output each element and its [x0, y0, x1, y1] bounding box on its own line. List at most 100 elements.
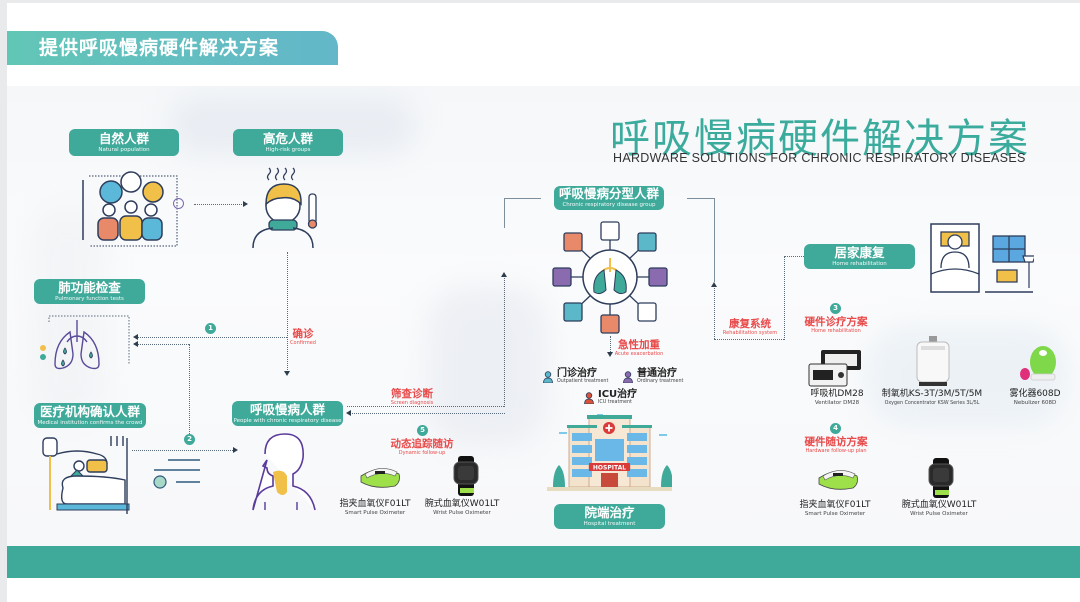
node-pulmonary-test: 肺功能检查 Pulmonary function tests — [34, 279, 145, 304]
diagram-subtitle: HARDWARE SOLUTIONS FOR CHRONIC RESPIRATO… — [613, 151, 1026, 165]
treatment-name-zh: 普通治疗 — [637, 368, 677, 379]
label-screen-diagnosis: 筛查诊断 Screen diagnosis — [387, 388, 437, 407]
product-wrist-oximeter-right: 腕式血氧仪W01LT Wrist Pulse Oximeter — [899, 500, 979, 518]
product-name-en: Ventilator DM28 — [814, 400, 860, 406]
node-chronic-group: 呼吸慢病分型人群 Chronic respiratory disease gro… — [554, 186, 664, 210]
person-icon — [543, 370, 553, 383]
node-label-en: Chronic respiratory disease group — [562, 202, 656, 208]
header-banner: 提供呼吸慢病硬件解决方案 — [7, 31, 338, 65]
hospital-building-icon: HOSPITAL — [547, 414, 672, 491]
product-name-zh: 腕式血氧仪W01LT — [424, 499, 500, 509]
wrist-oximeter-image — [928, 458, 954, 498]
product-name-zh: 指夹血氧仪F01LT — [799, 500, 871, 510]
diagram-canvas: 呼吸慢病硬件解决方案 HARDWARE SOLUTIONS FOR CHRONI… — [7, 86, 1080, 546]
patient-bed-icon — [42, 436, 130, 514]
connector-line — [137, 337, 287, 338]
product-wrist-oximeter-left: 腕式血氧仪W01LT Wrist Pulse Oximeter — [422, 499, 502, 517]
product-name-zh: 指夹血氧仪F01LT — [339, 499, 411, 509]
label-rehabilitation-system: 康复系统 Rehabilitation system — [720, 318, 780, 337]
product-name-zh: 雾化器608D — [1009, 389, 1061, 399]
label-en: Confirmed — [290, 340, 316, 346]
node-label-zh: 医疗机构确认人群 — [39, 403, 140, 419]
node-hospital-treatment: 院端治疗 Hospital treatment — [554, 504, 665, 529]
label-zh: 硬件诊疗方案 — [804, 316, 868, 328]
diagram-title: 呼吸慢病硬件解决方案 — [610, 116, 1030, 162]
product-name-en: Wrist Pulse Oximeter — [910, 511, 968, 517]
label-zh: 动态追踪随访 — [390, 438, 454, 450]
label-hardware-diagnosis-plan: 硬件诊疗方案 Home rehabilitation — [802, 316, 870, 335]
node-chronic-people: 呼吸慢病人群 People with chronic respiratory d… — [232, 401, 343, 426]
connector-line — [137, 344, 189, 345]
node-label-zh: 高危人群 — [262, 130, 313, 146]
connector-line — [189, 344, 190, 434]
node-label-zh: 呼吸慢病人群 — [249, 401, 325, 417]
connector-line — [784, 256, 804, 257]
connector-line — [714, 339, 784, 340]
product-name-zh: 呼吸机DM28 — [810, 389, 864, 399]
node-label-en: People with chronic respiratory disease — [233, 417, 342, 424]
arrow-right-icon — [233, 447, 238, 453]
wrist-oximeter-image — [453, 456, 479, 496]
label-en: Dynamic follow-up — [398, 450, 446, 456]
home-bedroom-icon — [930, 223, 1034, 293]
arrow-up-icon — [711, 282, 717, 287]
label-en: Screen diagnosis — [390, 400, 434, 406]
patient-network-icon — [552, 221, 668, 334]
node-natural-population: 自然人群 Natural population — [69, 129, 179, 156]
treatment-ordinary: 普通治疗 Ordinary treatment — [623, 368, 683, 385]
product-finger-oximeter-right: 指夹血氧仪F01LT Smart Pulse Oximeter — [795, 500, 875, 518]
node-label-en: Pulmonary function tests — [55, 295, 124, 302]
label-zh: 硬件随访方案 — [804, 436, 868, 448]
slide: 提供呼吸慢病硬件解决方案 呼吸慢病硬件解决方案 HARDWARE SOLUTIO… — [7, 3, 1080, 602]
footer-bar — [7, 546, 1080, 578]
label-zh: 急性加重 — [618, 339, 660, 351]
node-label-zh: 居家康复 — [834, 244, 885, 260]
bracket-line — [687, 198, 715, 199]
bracket-line — [714, 198, 715, 282]
node-label-en: Hospital treatment — [583, 520, 636, 527]
connector-line — [714, 286, 715, 339]
treatment-name-en: Outpatient treatment — [557, 379, 609, 384]
connector-line — [347, 406, 504, 407]
product-name-en: Wrist Pulse Oximeter — [433, 510, 491, 516]
node-medical-confirm: 医疗机构确认人群 Medical institution confirms th… — [34, 403, 146, 428]
ventilator-image — [808, 350, 861, 387]
arrow-right-icon — [243, 201, 248, 207]
label-acute-exacerbation: 急性加重 Acute exacerbation — [613, 339, 665, 358]
label-en: Rehabilitation system — [722, 330, 778, 336]
step-5-badge: 5 — [417, 425, 428, 436]
product-name-en: Smart Pulse Oximeter — [804, 511, 866, 517]
arrow-up-icon — [501, 272, 507, 277]
bracket-line — [504, 198, 541, 199]
product-finger-oximeter-left: 指夹血氧仪F01LT Smart Pulse Oximeter — [335, 499, 415, 517]
label-en: Acute exacerbation — [614, 351, 664, 357]
product-name-en: Nebulizer 608D — [1013, 400, 1057, 406]
arrow-left-icon — [133, 341, 138, 347]
bracket-line — [504, 198, 505, 228]
arrow-left-icon — [346, 410, 351, 416]
connector-line — [194, 204, 244, 205]
connector-line — [504, 276, 505, 407]
person-icon — [623, 370, 633, 383]
treatment-outpatient: 门诊治疗 Outpatient treatment — [543, 368, 608, 385]
label-zh: 筛查诊断 — [391, 388, 433, 400]
connector-circle-icon — [173, 198, 184, 209]
step-3-badge: 3 — [830, 303, 841, 314]
node-home-rehabilitation: 居家康复 Home rehabilitation — [804, 244, 915, 269]
treatment-name-en: Ordinary treatment — [637, 379, 684, 384]
product-oxygen-concentrator: 制氧机KS-3T/3M/5T/5M Oxygen Concentrator KS… — [877, 389, 987, 407]
product-ventilator: 呼吸机DM28 Ventilator DM28 — [797, 389, 877, 407]
hospital-sign: HOSPITAL — [593, 465, 626, 472]
connector-line — [287, 252, 288, 372]
node-label-en: Medical institution confirms the crowd — [37, 419, 143, 426]
treatment-icu: ICU治疗 ICU treatment — [584, 389, 637, 406]
connector-line — [132, 450, 235, 451]
arrow-left-icon — [133, 334, 138, 340]
label-confirmed: 确诊 Confirmed — [287, 328, 319, 347]
motion-lines-icon — [153, 459, 200, 489]
label-zh: 康复系统 — [729, 318, 771, 330]
product-nebulizer: 雾化器608D Nebulizer 608D — [1000, 389, 1070, 407]
finger-oximeter-image — [360, 468, 400, 488]
node-label-zh: 呼吸慢病分型人群 — [558, 186, 659, 201]
connector-line — [610, 336, 611, 354]
